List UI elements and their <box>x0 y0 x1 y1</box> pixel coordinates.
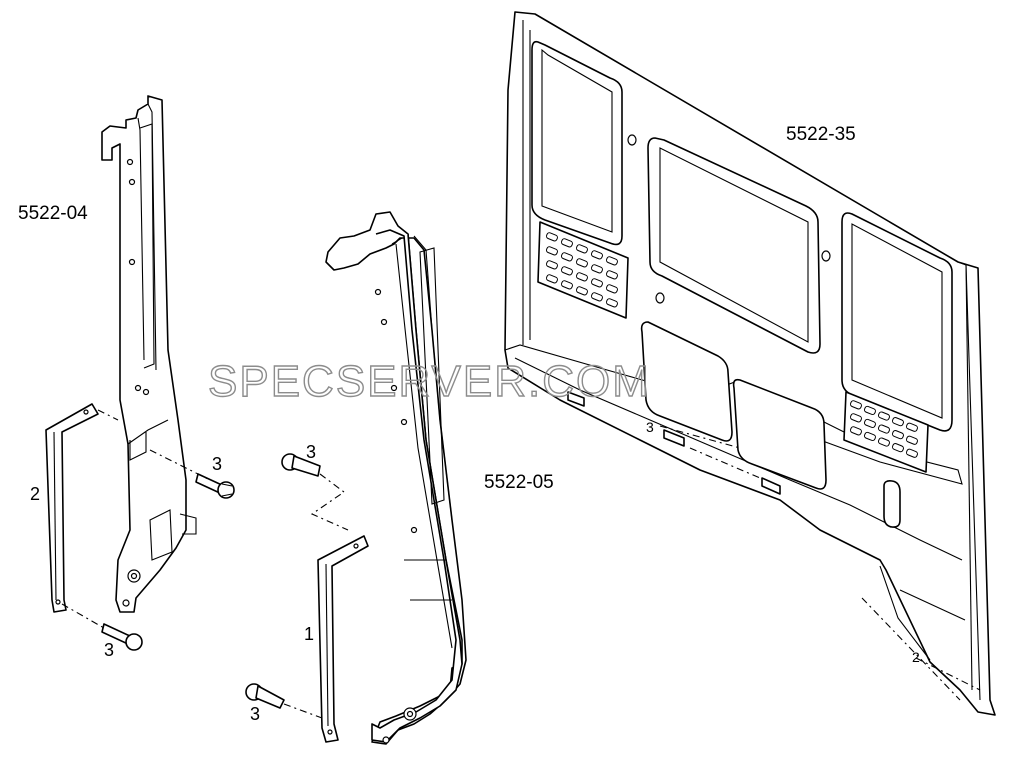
grille-slot <box>546 260 558 270</box>
grille-slot <box>864 405 876 416</box>
grille-slot <box>546 232 558 242</box>
grille-slot <box>878 411 890 421</box>
grille-slot <box>864 418 876 429</box>
grille-slot <box>878 424 890 434</box>
label-5522-35: 5522-35 <box>786 124 856 145</box>
callout-2-panel: 2 <box>912 649 920 665</box>
grille-slot <box>878 437 890 447</box>
bracket-1 <box>317 535 369 743</box>
left-pillar <box>101 95 197 613</box>
grille-slot <box>850 400 862 410</box>
mount-hole <box>627 134 637 146</box>
callout-2-left: 2 <box>30 484 40 504</box>
grille-slot <box>864 431 876 442</box>
grille-slot <box>546 274 558 284</box>
grille-slot <box>606 284 618 294</box>
rear-panel <box>504 11 996 716</box>
grille-slot <box>561 266 573 276</box>
callout-1-center: 1 <box>304 624 314 644</box>
callout-3-left-lower: 3 <box>104 640 114 660</box>
grille-slot <box>591 264 603 274</box>
grille-slot <box>576 244 588 254</box>
callout-3-center-lower: 3 <box>250 704 260 724</box>
grille-slot <box>906 422 918 432</box>
grille-slot <box>892 443 904 453</box>
bolt-left-upper <box>195 473 235 499</box>
vent-grille-left <box>537 221 629 319</box>
mount-hole <box>655 292 665 304</box>
grille-slot <box>591 278 603 288</box>
grille-slot <box>606 256 618 266</box>
callout-3-left-upper: 3 <box>212 454 222 474</box>
grille-slot <box>576 286 588 296</box>
grille-slot <box>906 435 918 445</box>
grille-slot <box>850 426 862 436</box>
grille-slot <box>576 258 588 268</box>
watermark: SPECSERVER.COM <box>208 357 651 406</box>
grille-slot <box>606 270 618 280</box>
callout-3-center-upper: 3 <box>306 442 316 462</box>
bracket-2 <box>45 403 99 613</box>
grille-slot <box>606 298 618 308</box>
bolt-left-lower <box>101 623 143 651</box>
mount-hole <box>821 250 831 262</box>
grille-slot <box>561 280 573 290</box>
grille-slot <box>546 246 558 256</box>
grille-slot <box>892 417 904 427</box>
bolt-center-lower <box>245 683 285 709</box>
grille-slot <box>892 430 904 440</box>
label-5522-05: 5522-05 <box>484 472 554 493</box>
label-5522-04: 5522-04 <box>18 203 88 224</box>
grille-slot <box>576 272 588 282</box>
center-pillar <box>325 211 467 745</box>
grille-slot <box>591 250 603 260</box>
vent-grille-right <box>843 391 929 473</box>
grille-slot <box>561 238 573 248</box>
panel-slot <box>883 480 901 528</box>
grille-slot <box>850 413 862 423</box>
bolt-center-upper <box>281 453 321 477</box>
grille-slot <box>561 252 573 262</box>
grille-slot <box>591 292 603 302</box>
grille-slot <box>906 448 918 458</box>
callout-3-panel: 3 <box>646 419 654 435</box>
